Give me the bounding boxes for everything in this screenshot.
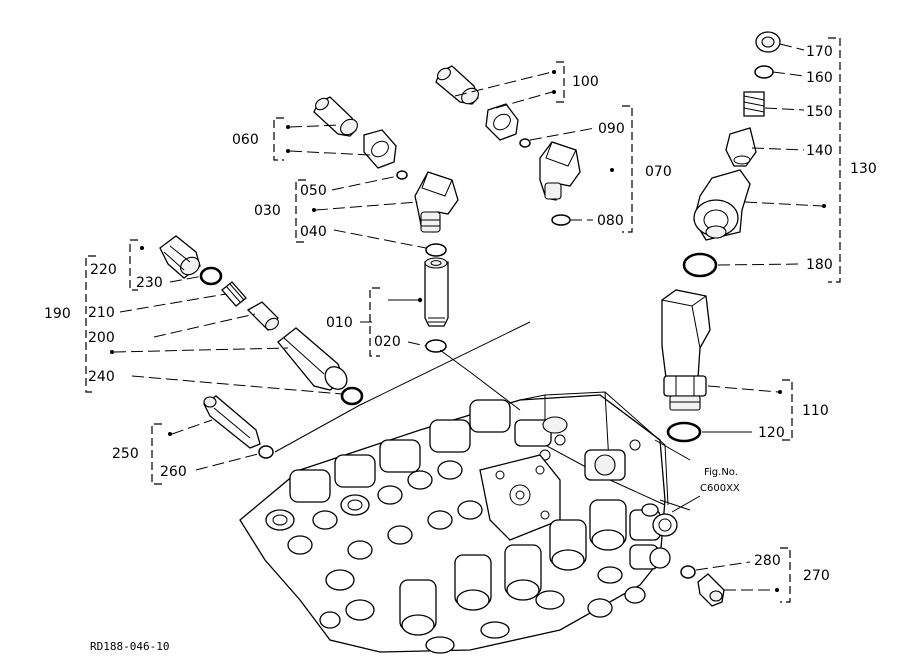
part-160-washer <box>754 65 774 79</box>
part-010-tube <box>388 257 449 327</box>
part-080-oring <box>551 214 571 226</box>
part-280-oring <box>680 565 696 579</box>
label-110: 110 <box>802 403 829 419</box>
label-040: 040 <box>300 224 327 240</box>
part-070-elbow <box>539 141 581 201</box>
label-080: 080 <box>597 213 624 229</box>
label-070: 070 <box>645 164 672 180</box>
part-150-spring <box>743 91 765 117</box>
part-020-oring <box>425 339 447 353</box>
label-130: 130 <box>850 161 877 177</box>
leader-lines <box>110 43 826 592</box>
part-060-fitting <box>313 96 397 169</box>
fig-no-value: C600XX <box>700 483 740 494</box>
part-240-oring <box>340 386 364 406</box>
label-240: 240 <box>88 369 115 385</box>
part-220-plug <box>159 235 201 279</box>
label-170: 170 <box>806 44 833 60</box>
label-030: 030 <box>254 203 281 219</box>
part-100-fitting <box>435 65 519 141</box>
group-brackets <box>85 37 841 603</box>
part-260-oring <box>258 445 274 459</box>
part-170-cap <box>755 31 781 53</box>
label-060: 060 <box>232 132 259 148</box>
part-270-fitting <box>697 573 725 607</box>
label-180: 180 <box>806 257 833 273</box>
label-160: 160 <box>806 70 833 86</box>
label-150: 150 <box>806 104 833 120</box>
label-230: 230 <box>136 275 163 291</box>
part-130-body <box>693 169 751 241</box>
label-270: 270 <box>803 568 830 584</box>
label-140: 140 <box>806 143 833 159</box>
label-090: 090 <box>598 121 625 137</box>
part-200-poppet <box>246 301 279 331</box>
part-110-switch <box>661 289 711 411</box>
label-220: 220 <box>90 262 117 278</box>
label-190: 190 <box>44 306 71 322</box>
label-210: 210 <box>88 305 115 321</box>
label-260: 260 <box>160 464 187 480</box>
figure-code: RD188-046-10 <box>90 640 169 653</box>
part-120-oring <box>666 421 702 443</box>
part-250-valve <box>203 395 261 449</box>
valve-block-assembly <box>239 391 691 654</box>
part-180-oring <box>682 252 718 278</box>
part-090-oring <box>519 138 531 148</box>
label-200: 200 <box>88 330 115 346</box>
part-050-oring <box>396 170 408 180</box>
part-140-poppet <box>725 127 757 167</box>
part-210-spring <box>221 281 247 307</box>
label-100: 100 <box>572 74 599 90</box>
fig-no-label: Fig.No. <box>704 467 738 478</box>
part-030-elbow <box>414 171 459 233</box>
label-120: 120 <box>758 425 785 441</box>
label-010: 010 <box>326 315 353 331</box>
label-280: 280 <box>754 553 781 569</box>
label-050: 050 <box>300 183 327 199</box>
label-020: 020 <box>374 334 401 350</box>
part-230-oring <box>199 266 223 286</box>
part-040-oring <box>425 243 447 257</box>
part-190-body <box>277 327 348 391</box>
part-labels: 100 090 070 080 060 050 030 040 010 020 … <box>44 44 877 653</box>
label-250: 250 <box>112 446 139 462</box>
